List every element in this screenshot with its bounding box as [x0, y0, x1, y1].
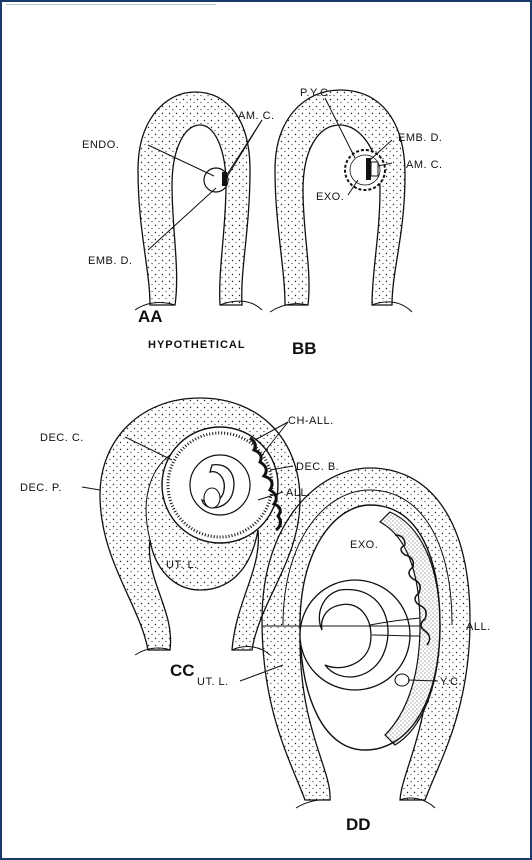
amniotic-cavity-bb — [371, 162, 378, 176]
caption-aa: AA — [138, 307, 163, 326]
label-all-cc: ALL. — [286, 487, 311, 499]
yolk-sac-dd — [395, 674, 409, 686]
label-ut-l-cc: UT. L. — [166, 559, 198, 571]
yolk-sac-cc — [204, 488, 220, 508]
caption-bb: BB — [292, 339, 317, 358]
label-ut-l-dd: UT. L. — [197, 676, 229, 688]
label-dec-b: DEC. B. — [296, 461, 339, 473]
label-endo: ENDO. — [82, 139, 119, 151]
label-emb-d-bb: EMB. D. — [398, 132, 442, 144]
label-emb-d-aa: EMB. D. — [88, 255, 132, 267]
caption-dd: DD — [346, 815, 371, 834]
label-dec-c: DEC. C. — [40, 432, 84, 444]
label-all-dd: ALL. — [466, 621, 491, 633]
label-am-c-aa: AM. C. — [238, 110, 275, 122]
label-yc: Y.C. — [440, 676, 462, 688]
label-am-c-bb: AM. C. — [406, 159, 443, 171]
blastocyst-bb — [345, 150, 385, 190]
uterus-aa — [138, 92, 250, 305]
label-pyc: P.Y.C. — [300, 87, 332, 99]
figure-aa — [135, 92, 262, 310]
label-ch-all: CH-ALL. — [288, 415, 334, 427]
label-exo-dd: EXO. — [350, 539, 378, 551]
figure-dd — [262, 468, 470, 808]
caption-cc: CC — [170, 661, 195, 680]
label-dec-p: DEC. P. — [20, 482, 62, 494]
hypothetical-label: HYPOTHETICAL — [148, 339, 246, 351]
embryonic-disc-bb — [366, 158, 371, 180]
label-exo-bb: EXO. — [316, 191, 344, 203]
